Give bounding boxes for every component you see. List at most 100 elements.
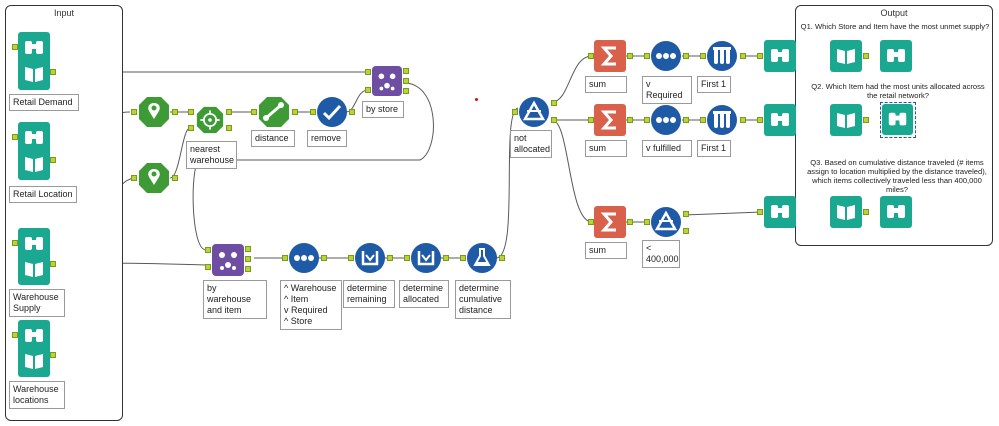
input-anchor[interactable] — [12, 332, 18, 338]
output-anchor[interactable] — [321, 255, 327, 261]
input-anchor[interactable] — [700, 53, 706, 59]
input-anchor[interactable] — [757, 209, 763, 215]
output-anchor[interactable] — [403, 68, 409, 74]
input-data-icon[interactable] — [18, 253, 50, 285]
input-anchor[interactable] — [404, 255, 410, 261]
output-anchor[interactable] — [403, 88, 409, 94]
output-anchor[interactable] — [50, 352, 56, 358]
filter-icon[interactable] — [518, 96, 550, 128]
browse-icon[interactable] — [880, 102, 916, 138]
input-data-icon[interactable] — [18, 148, 50, 180]
output-anchor[interactable] — [226, 109, 232, 115]
input-anchor[interactable] — [700, 117, 706, 123]
input-data-icon[interactable] — [18, 58, 50, 90]
input-anchor[interactable] — [348, 255, 354, 261]
input-anchor[interactable] — [460, 255, 466, 261]
sort-icon[interactable] — [650, 40, 682, 72]
input-anchor[interactable] — [131, 175, 137, 181]
create-points-icon[interactable] — [138, 162, 170, 194]
output-anchor[interactable] — [683, 228, 689, 234]
formula-icon[interactable] — [466, 242, 498, 274]
output-anchor[interactable] — [245, 266, 251, 272]
output-anchor[interactable] — [683, 117, 689, 123]
summarize-icon[interactable] — [594, 40, 626, 72]
output-anchor[interactable] — [349, 109, 355, 115]
sort-icon[interactable] — [650, 104, 682, 136]
output-anchor[interactable] — [740, 53, 746, 59]
output-anchor[interactable] — [443, 255, 449, 261]
sample-icon[interactable] — [706, 104, 738, 136]
sample-icon[interactable] — [706, 40, 738, 72]
multi-row-formula-icon[interactable] — [354, 242, 386, 274]
browse-icon[interactable] — [18, 122, 50, 154]
summarize-icon[interactable] — [594, 206, 626, 238]
browse-icon[interactable] — [764, 40, 796, 72]
input-anchor[interactable] — [205, 247, 211, 253]
output-anchor[interactable] — [292, 109, 298, 115]
input-anchor[interactable] — [644, 219, 650, 225]
input-anchor[interactable] — [365, 87, 371, 93]
input-anchor[interactable] — [757, 117, 763, 123]
input-anchor[interactable] — [251, 109, 257, 115]
output-anchor[interactable] — [245, 256, 251, 262]
output-anchor[interactable] — [245, 246, 251, 252]
input-anchor[interactable] — [757, 53, 763, 59]
browse-icon[interactable] — [764, 104, 796, 136]
join-icon[interactable] — [372, 66, 402, 96]
input-anchor[interactable] — [644, 53, 650, 59]
input-anchor[interactable] — [310, 109, 316, 115]
input-anchor[interactable] — [588, 53, 594, 59]
input-data-icon[interactable] — [830, 104, 862, 136]
input-anchor[interactable] — [282, 255, 288, 261]
browse-icon[interactable] — [764, 196, 796, 228]
output-anchor[interactable] — [50, 261, 56, 267]
input-anchor[interactable] — [12, 240, 18, 246]
output-anchor[interactable] — [627, 117, 633, 123]
input-data-icon[interactable] — [830, 196, 862, 228]
output-anchor[interactable] — [226, 125, 232, 131]
input-anchor[interactable] — [365, 69, 371, 75]
output-anchor[interactable] — [387, 255, 393, 261]
input-anchor[interactable] — [188, 125, 194, 131]
output-anchor[interactable] — [863, 117, 869, 123]
browse-icon[interactable] — [18, 320, 50, 352]
output-anchor[interactable] — [551, 117, 557, 123]
distance-icon[interactable] — [258, 96, 290, 128]
summarize-icon[interactable] — [594, 104, 626, 136]
output-anchor[interactable] — [863, 53, 869, 59]
output-anchor[interactable] — [50, 69, 56, 75]
output-anchor[interactable] — [627, 219, 633, 225]
filter-icon[interactable] — [650, 206, 682, 238]
output-anchor[interactable] — [403, 78, 409, 84]
join-icon[interactable] — [212, 244, 244, 276]
output-anchor[interactable] — [172, 109, 178, 115]
input-anchor[interactable] — [205, 264, 211, 270]
input-anchor[interactable] — [644, 117, 650, 123]
multi-row-formula-icon[interactable] — [410, 242, 442, 274]
browse-icon[interactable] — [18, 228, 50, 260]
input-data-icon[interactable] — [830, 40, 862, 72]
output-anchor[interactable] — [499, 255, 505, 261]
input-anchor[interactable] — [188, 109, 194, 115]
input-anchor[interactable] — [588, 117, 594, 123]
input-anchor[interactable] — [512, 109, 518, 115]
select-icon[interactable] — [316, 96, 348, 128]
output-anchor[interactable] — [627, 53, 633, 59]
output-anchor[interactable] — [50, 157, 56, 163]
input-anchor[interactable] — [12, 134, 18, 140]
output-anchor[interactable] — [740, 117, 746, 123]
input-anchor[interactable] — [588, 219, 594, 225]
output-anchor[interactable] — [172, 175, 178, 181]
find-nearest-icon[interactable] — [196, 106, 224, 134]
output-anchor[interactable] — [683, 53, 689, 59]
output-anchor[interactable] — [863, 209, 869, 215]
input-anchor[interactable] — [131, 109, 137, 115]
input-anchor[interactable] — [12, 44, 18, 50]
output-anchor[interactable] — [551, 100, 557, 106]
create-points-icon[interactable] — [138, 96, 170, 128]
browse-icon[interactable] — [880, 196, 912, 228]
sort-icon[interactable] — [288, 242, 320, 274]
browse-icon[interactable] — [18, 32, 50, 64]
input-data-icon[interactable] — [18, 345, 50, 377]
